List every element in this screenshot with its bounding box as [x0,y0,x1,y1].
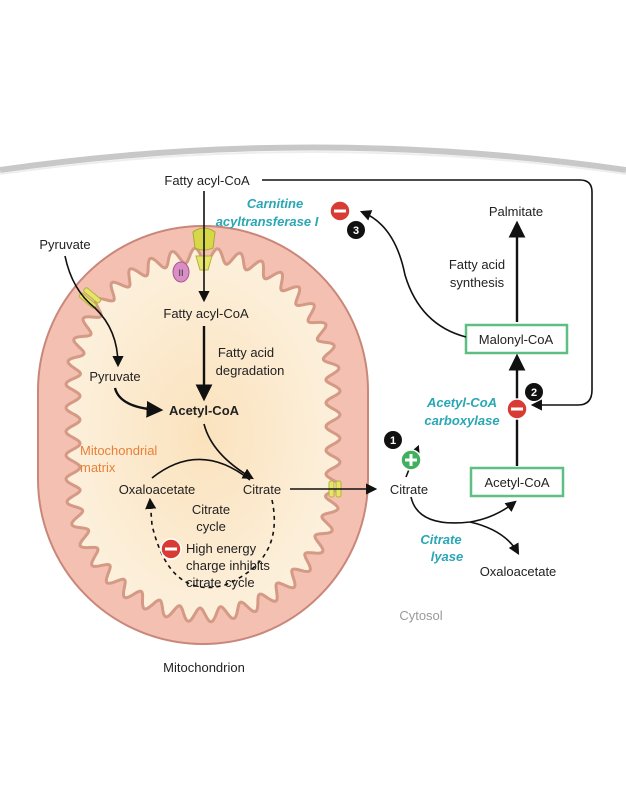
svg-text:1: 1 [390,435,396,447]
cell-membrane-inner [0,151,626,175]
acetyl-coa-carboxylase-label-2: carboxylase [424,413,499,428]
palmitate-label: Palmitate [489,204,543,219]
malonyl-coa-label: Malonyl-CoA [479,332,554,347]
fatty-acid-degradation-label-1: Fatty acid [218,345,274,360]
acetyl-coa-cytosol-box [469,466,565,498]
pyruvate-cytosol-label: Pyruvate [39,237,90,252]
citrate-matrix-label: Citrate [243,482,281,497]
cytosol-label: Cytosol [399,608,442,623]
step-1-badge: 1 [384,431,402,449]
malonyl-coa-box [464,323,569,355]
mitochondrion-label: Mitochondrion [163,660,245,675]
fatty-acid-synthesis-label-2: synthesis [450,275,505,290]
citrate-cycle-label-2: cycle [196,519,226,534]
inhibit-symbol-citrate-cycle [160,538,182,560]
fatty-acid-synthesis-label-1: Fatty acid [449,257,505,272]
carnitine-acyltransferase-label-1: Carnitine [247,196,303,211]
svg-text:3: 3 [353,225,359,237]
citrate-lyase-label-1: Citrate [420,532,461,547]
cell-membrane [0,144,626,173]
fatty-acyl-coa-cytosol-label: Fatty acyl-CoA [164,173,250,188]
inhibit-symbol-cpt [329,200,351,222]
pyruvate-matrix-label: Pyruvate [89,369,140,384]
acetyl-coa-cytosol-label: Acetyl-CoA [484,475,549,490]
fatty-acyl-coa-matrix-label: Fatty acyl-CoA [163,306,249,321]
acetyl-coa-carboxylase-label-1: Acetyl-CoA [426,395,497,410]
citrate-lyase-label-2: lyase [431,549,464,564]
arrow-malonyl-inhibits-cpt [359,210,467,338]
mitochondrion-inner-membrane [64,246,342,624]
citrate-cytosol-label: Citrate [390,482,428,497]
high-energy-label-1: High energy [186,541,257,556]
high-energy-label-2: charge inhibits [186,558,270,573]
svg-text:II: II [178,268,183,278]
arrow-pyruvate-import [64,255,124,368]
carnitine-acyltransferase-label-2: acyltransferase I [216,214,319,229]
oxaloacetate-cytosol-label: Oxaloacetate [480,564,557,579]
high-energy-label-3: citrate cycle [186,575,255,590]
step-2-badge: 2 [525,383,543,401]
arrow-fatty-acyl-to-acc [262,179,593,411]
citrate-cycle-label-1: Citrate [192,502,230,517]
step-3-badge: 3 [347,221,365,239]
oxaloacetate-matrix-label: Oxaloacetate [119,482,196,497]
acetyl-coa-matrix-label: Acetyl-CoA [169,403,240,418]
fatty-acid-degradation-label-2: degradation [216,363,285,378]
carnitine-acyltransferase-ii-protein: II [172,261,190,283]
inhibit-symbol-acc [506,398,528,420]
arrow-citrate-to-acetyl [410,496,517,524]
activate-symbol-citrate [400,449,422,471]
arrow-acetyl-to-citrate [203,423,254,480]
mitochondrial-matrix-label-2: matrix [80,460,116,475]
arrow-citrate-to-oaa [469,521,520,555]
arrow-pyruvate-to-acetyl [113,387,164,418]
svg-text:2: 2 [531,387,537,399]
mitochondrial-matrix-label-1: Mitochondrial [80,443,157,458]
arrow-oaa-to-citrate [151,458,251,481]
